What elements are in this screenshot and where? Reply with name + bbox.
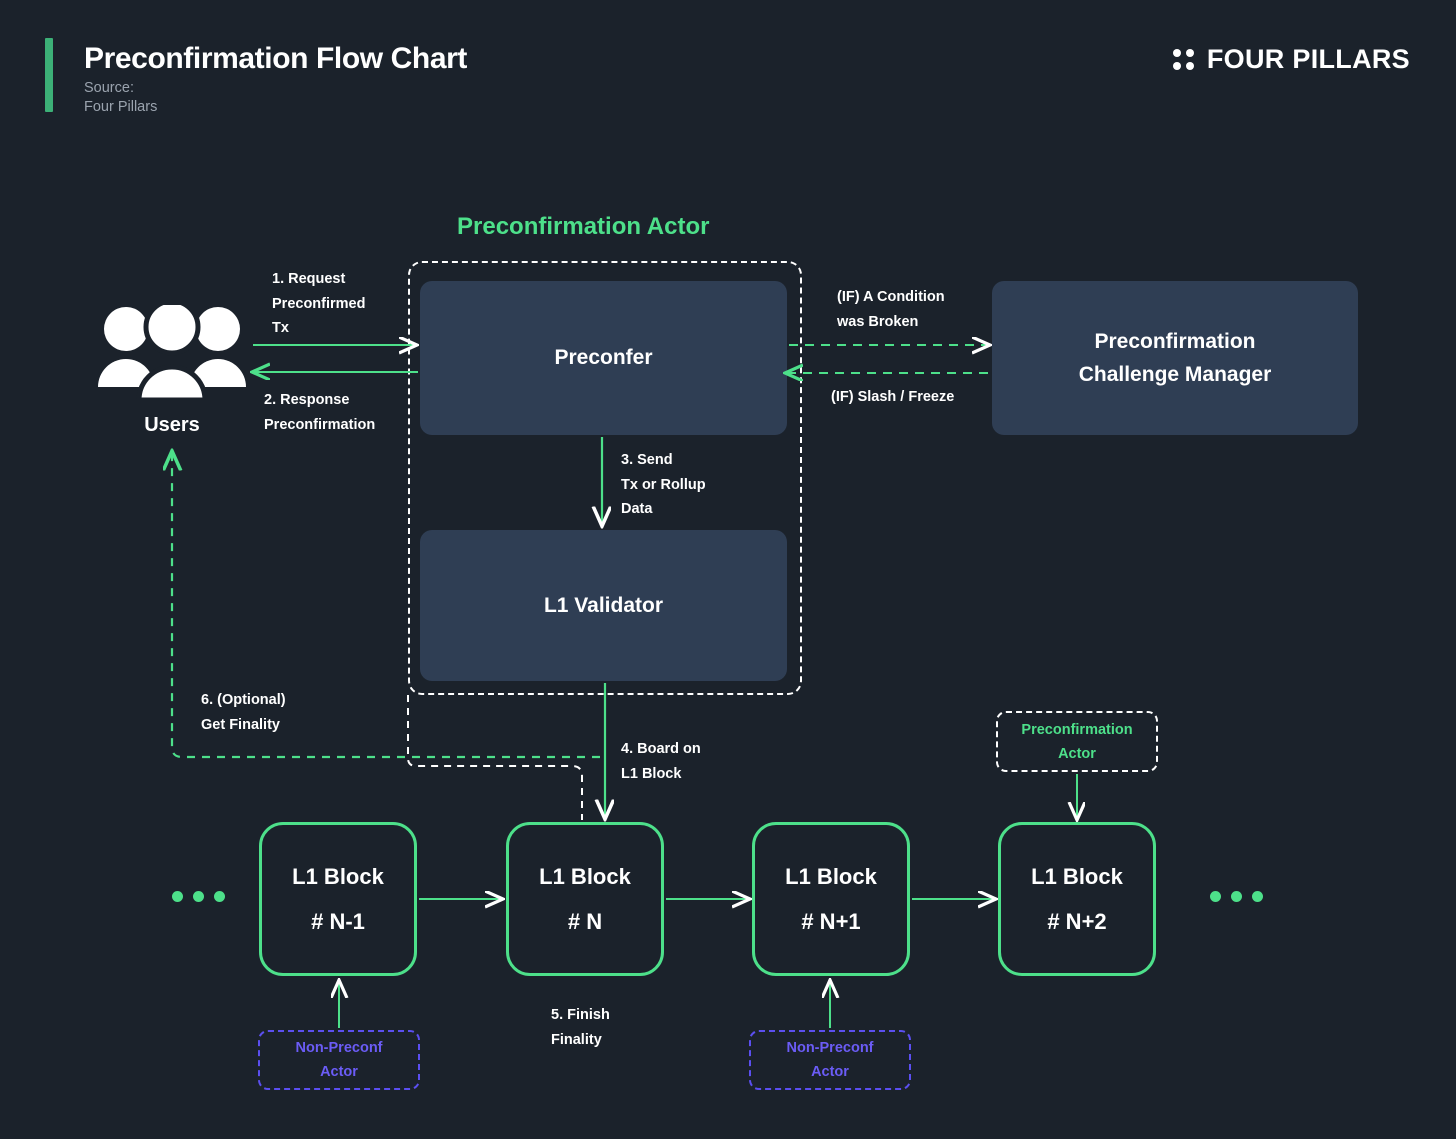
challenge-manager-line1: Preconfirmation: [1094, 330, 1256, 353]
ellipsis-right-icon: [1210, 891, 1263, 902]
tag-preconf-line1: Preconfirmation: [1021, 721, 1133, 738]
tag-nonpreconf-line2: Actor: [811, 1064, 849, 1080]
l1-block-title: L1 Block: [785, 864, 877, 889]
l1-block-title: L1 Block: [539, 864, 631, 889]
edge-label-condition-broken: (IF) A Condition was Broken: [837, 289, 945, 330]
l1-block-title: L1 Block: [1031, 864, 1123, 889]
l1-block-n-plus-2[interactable]: L1 Block # N+2: [998, 822, 1156, 976]
tag-non-preconf-actor-right[interactable]: Non-Preconf Actor: [749, 1030, 911, 1090]
edge-label-step-3: 3. Send Tx or Rollup Data: [621, 452, 706, 517]
tag-nonpreconf-line1: Non-Preconf: [295, 1040, 383, 1056]
edge-label-step-6: 6. (Optional) Get Finality: [201, 692, 286, 733]
source-label: Source:: [84, 80, 134, 96]
four-dots-icon: [1172, 49, 1194, 70]
users-label: Users: [144, 414, 200, 436]
node-l1-validator-label: L1 Validator: [543, 593, 664, 617]
page-title: Preconfirmation Flow Chart: [84, 42, 467, 75]
edge-label-step-2: 2. Response Preconfirmation: [264, 392, 376, 433]
l1-block-n-plus-1[interactable]: L1 Block # N+1: [752, 822, 910, 976]
l1-block-n-minus-1[interactable]: L1 Block # N-1: [259, 822, 417, 976]
l1-block-number: # N-1: [311, 909, 365, 934]
l1-block-number: # N: [567, 909, 603, 934]
brand-name: FOUR PILLARS: [1206, 44, 1410, 74]
node-preconfer-label: Preconfer: [554, 346, 653, 369]
node-preconfer[interactable]: Preconfer: [420, 281, 787, 435]
edge-actor-boundary-to-block-n: [407, 695, 583, 820]
challenge-manager-line2: Challenge Manager: [1078, 363, 1272, 386]
l1-block-number: # N+1: [801, 909, 861, 934]
section-title-preconfirmation-actor: Preconfirmation Actor: [457, 213, 710, 240]
l1-block-number: # N+2: [1047, 909, 1107, 934]
users-group-icon: [98, 305, 246, 400]
tag-non-preconf-actor-left[interactable]: Non-Preconf Actor: [258, 1030, 420, 1090]
ellipsis-left-icon: [172, 891, 225, 902]
edge-label-step-1: 1. Request Preconfirmed Tx: [272, 271, 366, 336]
edge-label-step-4: 4. Board on L1 Block: [621, 741, 701, 782]
tag-nonpreconf-line2: Actor: [320, 1064, 358, 1080]
l1-block-title: L1 Block: [292, 864, 384, 889]
node-l1-validator[interactable]: L1 Validator: [420, 530, 787, 681]
l1-block-n[interactable]: L1 Block # N: [506, 822, 664, 976]
tag-preconf-line2: Actor: [1058, 745, 1096, 762]
tag-nonpreconf-line1: Non-Preconf: [786, 1040, 874, 1056]
header-accent-bar: [45, 38, 53, 112]
source-name: Four Pillars: [84, 99, 158, 115]
tag-preconfirmation-actor[interactable]: Preconfirmation Actor: [996, 711, 1158, 772]
edge-label-step-5: 5. Finish Finality: [551, 1007, 610, 1048]
source-caption: Source: Four Pillars: [84, 79, 157, 117]
brand-logo: FOUR PILLARS: [1172, 44, 1410, 75]
node-preconfirmation-challenge-manager[interactable]: Preconfirmation Challenge Manager: [992, 281, 1358, 435]
edge-label-slash-freeze: (IF) Slash / Freeze: [831, 389, 955, 405]
